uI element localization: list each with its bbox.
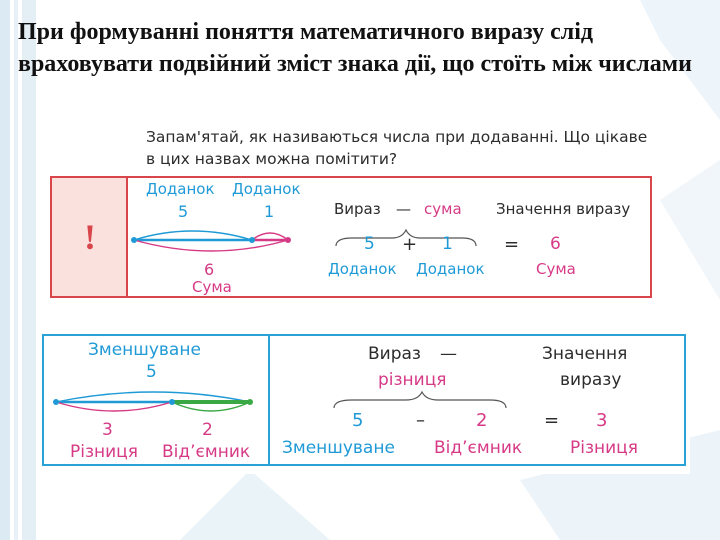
eq-operand-a: 5 bbox=[364, 234, 375, 254]
subtrahend-label: Від’ємник bbox=[162, 442, 251, 462]
eq-operand-b-label: Доданок bbox=[416, 260, 485, 278]
eq-equals: = bbox=[504, 234, 520, 255]
expression-name: сума bbox=[424, 200, 462, 218]
subtraction-number-line bbox=[53, 390, 507, 412]
exclamation-icon: ! bbox=[84, 217, 96, 257]
subtrahend-value: 2 bbox=[202, 420, 213, 440]
difference-label: Різниця bbox=[70, 442, 138, 462]
eq-operand-a-label: Зменшуване bbox=[282, 438, 395, 458]
expression-word: Вираз bbox=[368, 344, 421, 364]
exclamation-cell: ! bbox=[52, 178, 128, 296]
addend1-label: Доданок bbox=[146, 180, 215, 198]
addend2-label: Доданок bbox=[232, 180, 301, 198]
eq-equals: = bbox=[544, 410, 560, 431]
panel-divider bbox=[268, 336, 270, 464]
addend1-value: 5 bbox=[178, 202, 189, 221]
difference-value: 3 bbox=[102, 420, 113, 440]
expression-word: Вираз bbox=[334, 200, 381, 218]
minuend-value: 5 bbox=[146, 362, 157, 382]
eq-result-label: Сума bbox=[536, 260, 576, 278]
addition-rule-box: ! Доданок Доданок 5 1 6 Сума Вираз — сум… bbox=[50, 176, 652, 298]
eq-operand-a: 5 bbox=[352, 410, 364, 431]
total-label: Сума bbox=[192, 278, 232, 296]
value-caption: Значення виразу bbox=[496, 200, 631, 218]
minuend-label: Зменшуване bbox=[88, 340, 201, 360]
eq-result: 3 bbox=[596, 410, 608, 431]
expression-name: різниця bbox=[378, 370, 447, 390]
eq-operator: + bbox=[402, 234, 418, 255]
expression-dash: — bbox=[396, 200, 411, 218]
value-caption-line2: виразу bbox=[560, 370, 622, 390]
expression-dash: — bbox=[440, 344, 457, 364]
addition-number-line bbox=[131, 228, 477, 252]
total-value: 6 bbox=[204, 260, 215, 279]
addend2-value: 1 bbox=[264, 202, 275, 221]
subtraction-panel: Зменшуване 5 3 2 Різниця Від’ємник Вираз… bbox=[38, 324, 690, 474]
eq-operand-b: 2 bbox=[476, 410, 488, 431]
eq-result: 6 bbox=[550, 234, 561, 254]
addition-prompt: Запам'ятай, як називаються числа при дод… bbox=[146, 128, 648, 168]
eq-operator: – bbox=[416, 410, 425, 431]
value-caption-line1: Значення bbox=[542, 344, 628, 364]
eq-result-label: Різниця bbox=[570, 438, 638, 458]
subtraction-rule-box: Зменшуване 5 3 2 Різниця Від’ємник Вираз… bbox=[42, 334, 686, 466]
eq-operand-a-label: Доданок bbox=[328, 260, 397, 278]
eq-operand-b-label: Від’ємник bbox=[434, 438, 523, 458]
eq-operand-b: 1 bbox=[442, 234, 453, 254]
slide-heading: При формуванні поняття математичного вир… bbox=[18, 19, 692, 77]
addition-panel: Запам'ятай, як називаються числа при дод… bbox=[48, 118, 654, 306]
